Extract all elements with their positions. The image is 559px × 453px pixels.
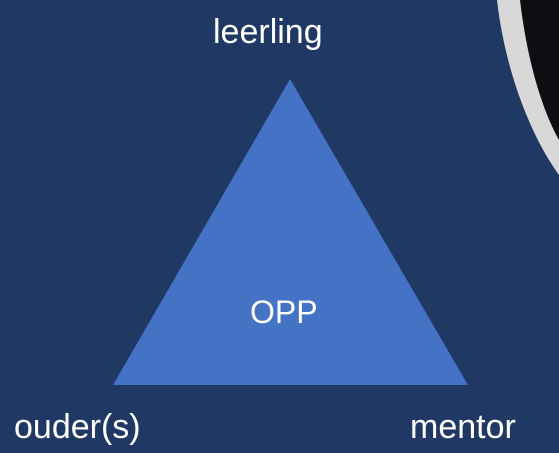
- center-label-opp: OPP: [250, 294, 318, 330]
- photo-inner: [520, 0, 559, 140]
- vertex-label-leerling: leerling: [213, 13, 323, 51]
- opp-triangle: [113, 79, 468, 385]
- vertex-label-ouders: ouder(s): [14, 408, 141, 446]
- vertex-label-mentor: mentor: [410, 408, 516, 446]
